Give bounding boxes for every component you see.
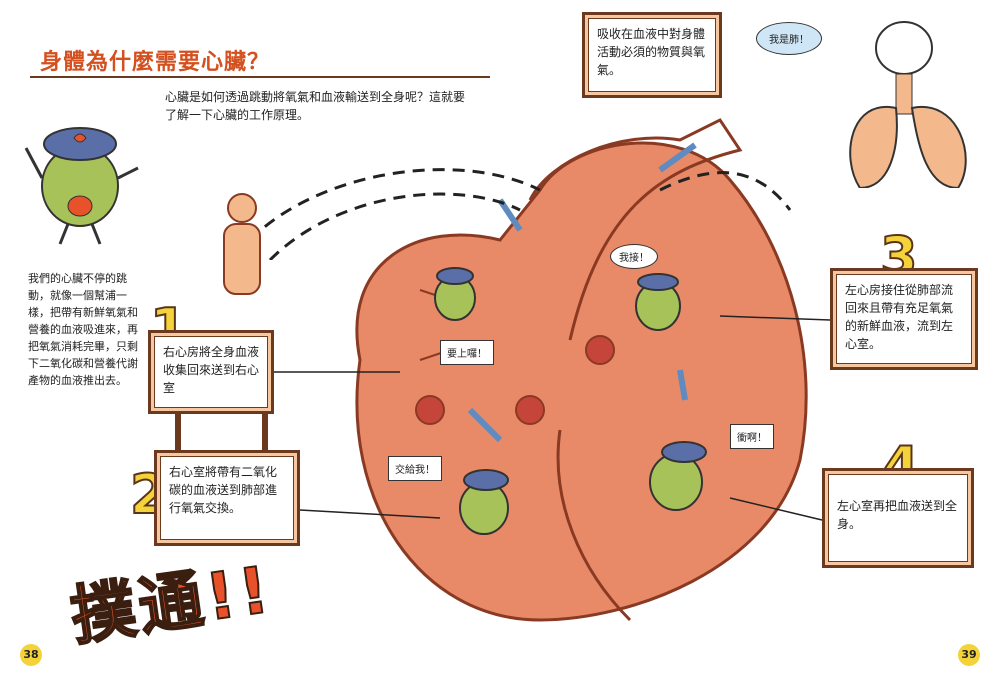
callout-absorb-oxygen: 吸收在血液中對身體活動必須的物質與氧氣。 xyxy=(582,12,722,98)
cell-character-1 xyxy=(434,267,476,321)
step-1-sign: 右心房將全身血液收集回來送到右心室 xyxy=(148,330,274,414)
page-number-left: 38 xyxy=(20,644,42,666)
step-3-sign: 左心房接住從肺部流回來且帶有充足氧氣的新鮮血液，流到左心室。 xyxy=(830,268,978,370)
cell-character-2 xyxy=(635,273,681,331)
step-4-text: 左心室再把血液送到全身。 xyxy=(828,474,968,562)
lung-character xyxy=(849,21,967,188)
speech-give-you: 交給我！ xyxy=(388,456,442,481)
cell-character-3 xyxy=(459,469,509,535)
step-2-text: 右心室將帶有二氧化碳的血液送到肺部進行氧氣交換。 xyxy=(160,456,294,540)
step-4-sign: 左心室再把血液送到全身。 xyxy=(822,468,974,568)
cell-character-4 xyxy=(649,441,707,511)
step-1-text: 右心房將全身血液收集回來送到右心室 xyxy=(154,336,268,408)
sidebar-paragraph: 我們的心臟不停的跳動，就像一個幫浦一樣，把帶有新鮮氧氣和營養的血液吸進來，再把氧… xyxy=(28,272,138,387)
step-2-sign: 右心室將帶有二氧化碳的血液送到肺部進行氧氣交換。 xyxy=(154,450,300,546)
blood-flow-dashed-lines xyxy=(248,168,792,260)
page-number-right: 39 xyxy=(958,644,980,666)
human-body-icon xyxy=(223,193,261,295)
sfx-heartbeat-text: 撲通 xyxy=(66,561,213,655)
speech-charge: 衝啊！ xyxy=(730,424,774,449)
title-divider xyxy=(30,76,490,78)
mascot-cell-character xyxy=(24,127,139,245)
speech-go-up: 要上囉！ xyxy=(440,340,494,365)
intro-paragraph: 心臟是如何透過跳動將氧氣和血液輸送到全身呢？這就要了解一下心臟的工作原理。 xyxy=(165,90,466,122)
sign-post xyxy=(175,414,181,454)
sign-post xyxy=(262,414,268,454)
speech-catch: 我接！ xyxy=(610,244,658,269)
page-title: 身體為什麼需要心臟？ xyxy=(40,50,271,75)
step-3-text: 左心房接住從肺部流回來且帶有充足氧氣的新鮮血液，流到左心室。 xyxy=(836,274,972,364)
sfx-heartbeat-marks: !! xyxy=(200,552,278,637)
callout-absorb-oxygen-text: 吸收在血液中對身體活動必須的物質與氧氣。 xyxy=(588,18,716,92)
lung-speech-bubble: 我是肺！ xyxy=(756,22,822,55)
